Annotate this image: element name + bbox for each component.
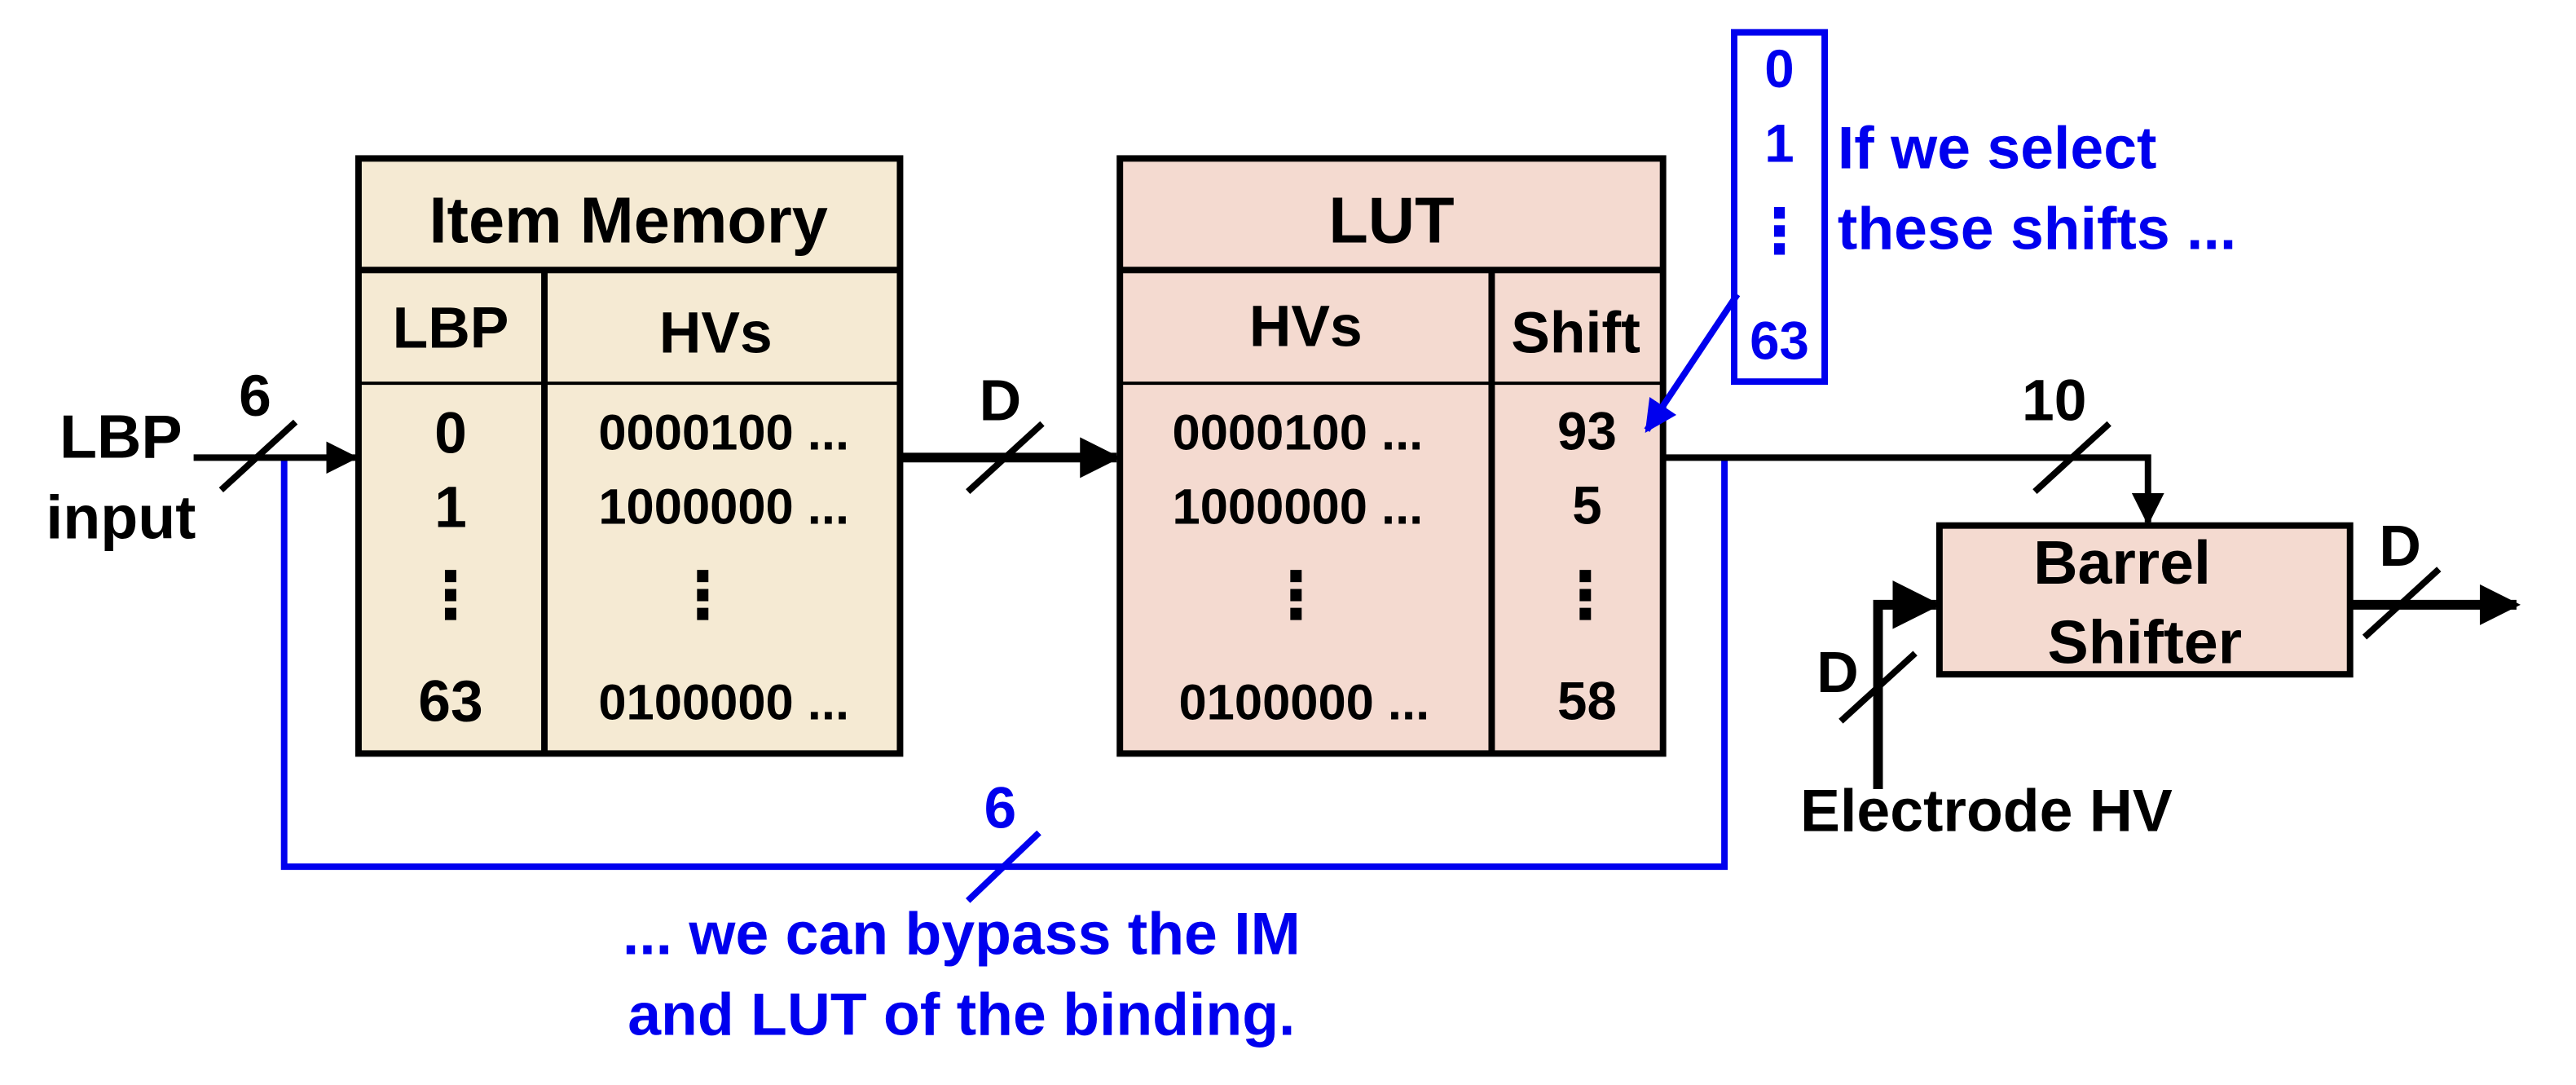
item-memory-box	[354, 155, 904, 757]
shift-selector-note-line2: these shifts ...	[1838, 195, 2236, 262]
lut-hv-ellipsis: ⋮	[1264, 559, 1328, 632]
shift-bus-width-label: 10	[2022, 368, 2086, 434]
barrel-shifter-box	[1935, 522, 2354, 678]
bypass-width-tick	[966, 830, 1041, 903]
shift-selector-arrow	[1644, 292, 1741, 433]
lut-shift-63: 58	[1557, 672, 1617, 731]
item-memory-col-hvs: HVs	[659, 300, 773, 365]
shift-bus: 10	[1662, 368, 2164, 526]
shift-selector-ellipsis: ⋮	[1749, 196, 1810, 265]
shift-selector-note-line1: If we select	[1838, 114, 2157, 181]
lut-shift-1: 5	[1572, 476, 1601, 536]
bypass-note-line2: and LUT of the binding.	[627, 981, 1295, 1048]
item-memory-hv-0: 0000100 ...	[598, 404, 849, 461]
shift-selector-value-63: 63	[1750, 311, 1809, 370]
electrode-label: Electrode HV	[1800, 778, 2173, 845]
im-to-lut-width-label: D	[980, 368, 1022, 434]
shift-selector-value-1: 1	[1764, 113, 1794, 173]
item-memory-col-lbp: LBP	[393, 295, 509, 360]
lut-table: LUT HVs Shift 0000100 ... 93 1000000 ...…	[1116, 155, 1667, 757]
barrel-shifter-output-width-label: D	[2379, 514, 2421, 579]
shift-bus-width-tick	[2032, 421, 2111, 494]
lut-shift-0: 93	[1557, 401, 1617, 461]
im-to-lut-width-tick	[966, 421, 1045, 494]
lut-hv-1: 1000000 ...	[1173, 479, 1424, 536]
lbp-input-label-line1: LBP	[59, 402, 183, 470]
lbp-input-label-line2: input	[46, 483, 196, 552]
item-memory-lbp-0: 0	[434, 400, 467, 465]
lut-col-hvs: HVs	[1249, 293, 1363, 359]
bypass-note-line1: ... we can bypass the IM	[623, 900, 1301, 967]
lut-title: LUT	[1328, 184, 1454, 257]
item-memory-lbp-63: 63	[418, 669, 482, 734]
barrel-shifter-label-line2: Shifter	[2047, 607, 2242, 676]
shift-selector-value-0: 0	[1764, 39, 1794, 99]
shift-selector-box	[1731, 29, 1829, 386]
electrode-input-arrow	[1873, 580, 1941, 789]
item-memory-lbp-ellipsis: ⋮	[418, 559, 482, 632]
item-memory-lbp-1: 1	[434, 475, 467, 540]
item-memory-hv-ellipsis: ⋮	[671, 559, 735, 632]
barrel-shifter-label-line1: Barrel	[2033, 528, 2211, 597]
bypass-path: 6 ... we can bypass the IM and LUT of th…	[280, 457, 1728, 1048]
item-memory-hv-63: 0100000 ...	[598, 675, 849, 731]
electrode-width-label: D	[1816, 640, 1859, 705]
electrode-input: D Electrode HV	[1800, 580, 2173, 845]
barrel-shifter-output-width-tick	[2362, 567, 2442, 640]
lut-shift-ellipsis: ⋮	[1553, 559, 1618, 632]
electrode-width-tick	[1838, 651, 1918, 724]
lut-hv-0: 0000100 ...	[1173, 404, 1424, 461]
item-memory-hv-1: 1000000 ...	[598, 479, 849, 536]
lut-hv-63: 0100000 ...	[1178, 675, 1429, 731]
shift-bus-arrow	[1662, 454, 2164, 526]
im-to-lut-bus: D	[900, 368, 1121, 494]
lbp-input: LBP input 6	[46, 364, 359, 552]
lbp-input-width-tick	[218, 419, 298, 492]
bypass-width-label: 6	[984, 776, 1017, 841]
item-memory-title: Item Memory	[429, 184, 828, 257]
lut-col-shift: Shift	[1511, 300, 1640, 365]
barrel-shifter: Barrel Shifter D	[1935, 514, 2521, 678]
lut-box	[1116, 155, 1667, 757]
item-memory-table: Item Memory LBP HVs 0 0000100 ... 1 1000…	[354, 155, 904, 757]
lbp-input-width-label: 6	[239, 364, 271, 429]
shift-selector: 0 1 ⋮ 63 If we select these shifts ...	[1644, 29, 2236, 433]
